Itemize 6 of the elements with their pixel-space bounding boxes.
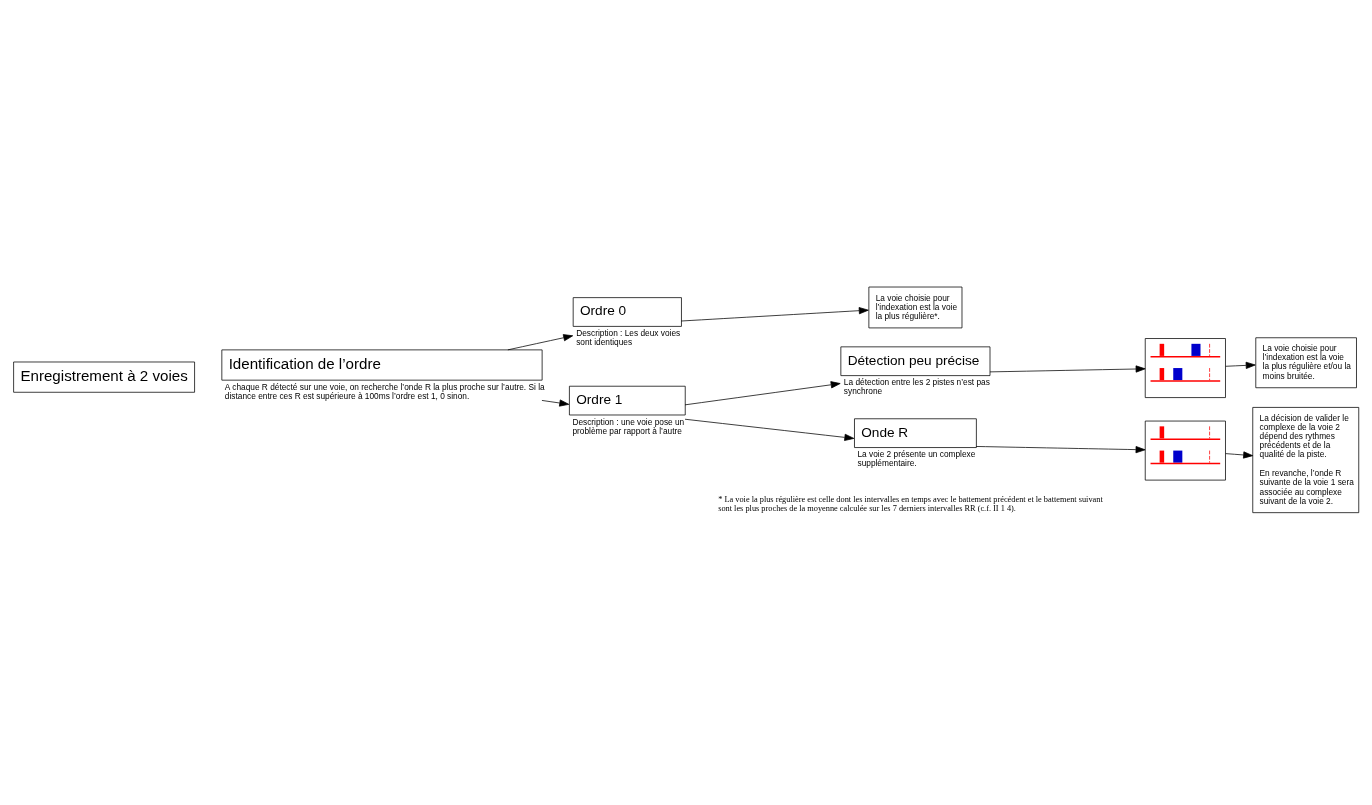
node-label: A chaque R détecté sur une voie, on recherche l’onde R la plus proche sur l’autre. Si la distance entre ces R est supérieure à 100ms l’ordre est 1, 0 sinon. (224, 381, 545, 401)
node-label: La voie 2 présente un complexe supplémentaire. (857, 449, 976, 469)
node-label: La détection entre les 2 pistes n’est pas synchrone (843, 377, 990, 397)
label: * La voie la plus régulière est celle dont les intervalles en temps avec le battement précédent et le battement suivant sont les plus proches de la moyenne calculée sur les 7 derniers intervalles RR (c.f. II 1 4). (718, 494, 1103, 514)
node-label: Description : Les deux voies sont identiques (576, 328, 681, 348)
node-label: Description : une voie pose un problème par rapport à l’autre (572, 416, 685, 436)
